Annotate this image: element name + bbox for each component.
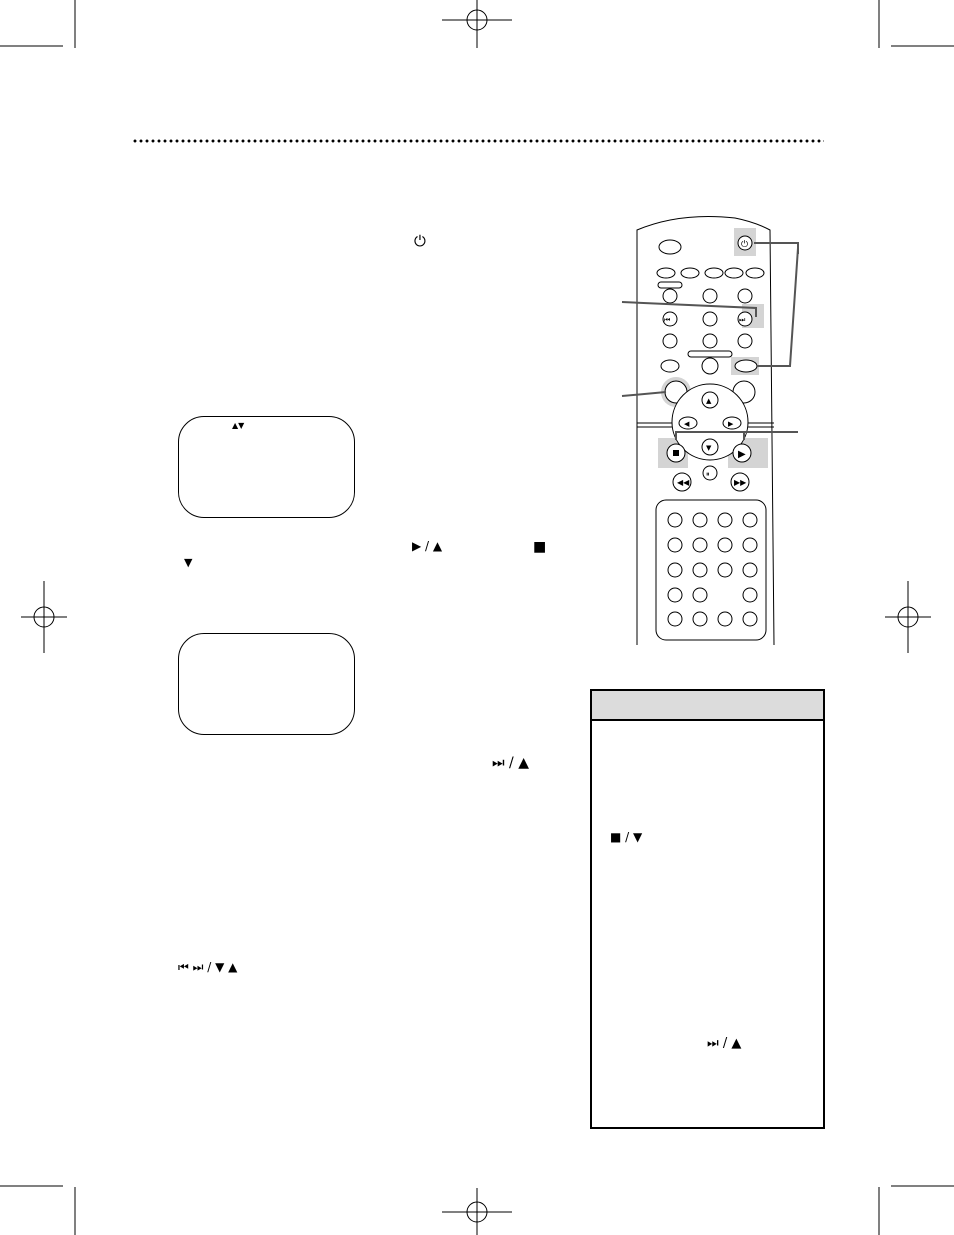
next-up-icon: ⏭ / ▲ <box>492 755 529 771</box>
svg-text:▶: ▶ <box>728 420 734 428</box>
svg-text:⏻: ⏻ <box>741 239 748 250</box>
svg-text:◀◀: ◀◀ <box>677 478 690 487</box>
header-dotted-rule <box>132 139 824 143</box>
stop-down-icon: ■ / ▼ <box>610 830 643 844</box>
svg-text:▶▶: ▶▶ <box>734 478 747 487</box>
registration-mark-top <box>442 0 512 48</box>
svg-text:⏮: ⏮ <box>664 316 670 324</box>
svg-text:⏸: ⏸ <box>706 470 710 478</box>
registration-mark-right <box>885 581 931 653</box>
svg-text:▶: ▶ <box>738 449 746 460</box>
stop-icon: ■ <box>533 539 547 555</box>
svg-text:▲: ▲ <box>706 397 712 405</box>
tv-screen-1: ▲▼ <box>178 416 355 518</box>
svg-text:◀: ◀ <box>684 420 690 428</box>
tv-screen-2 <box>178 633 355 735</box>
helpful-hints-box: ■ / ▼ ⏭ / ▲ <box>590 689 825 1129</box>
power-icon: ⏻ <box>414 232 426 250</box>
down-arrow-icon: ▼ <box>184 556 193 569</box>
next-up-icon-hint: ⏭ / ▲ <box>707 1036 742 1051</box>
svg-text:▼: ▼ <box>706 444 712 452</box>
registration-mark-left <box>21 581 67 653</box>
svg-text:⏭: ⏭ <box>739 316 746 324</box>
remote-control-illustration: ⏻ ⏮ ⏭ ▲ ▼ ◀ ▶ ▶ ⏸ ◀◀ ▶▶ <box>621 216 799 646</box>
registration-mark-bottom <box>442 1188 512 1235</box>
play-up-icon: ▶ / ▲ <box>412 539 443 553</box>
skip-updown-icon: ⏮ ⏭ / ▼ ▲ <box>178 960 238 974</box>
helpful-hints-heading <box>592 691 823 721</box>
up-down-arrows-icon: ▲▼ <box>232 421 245 430</box>
